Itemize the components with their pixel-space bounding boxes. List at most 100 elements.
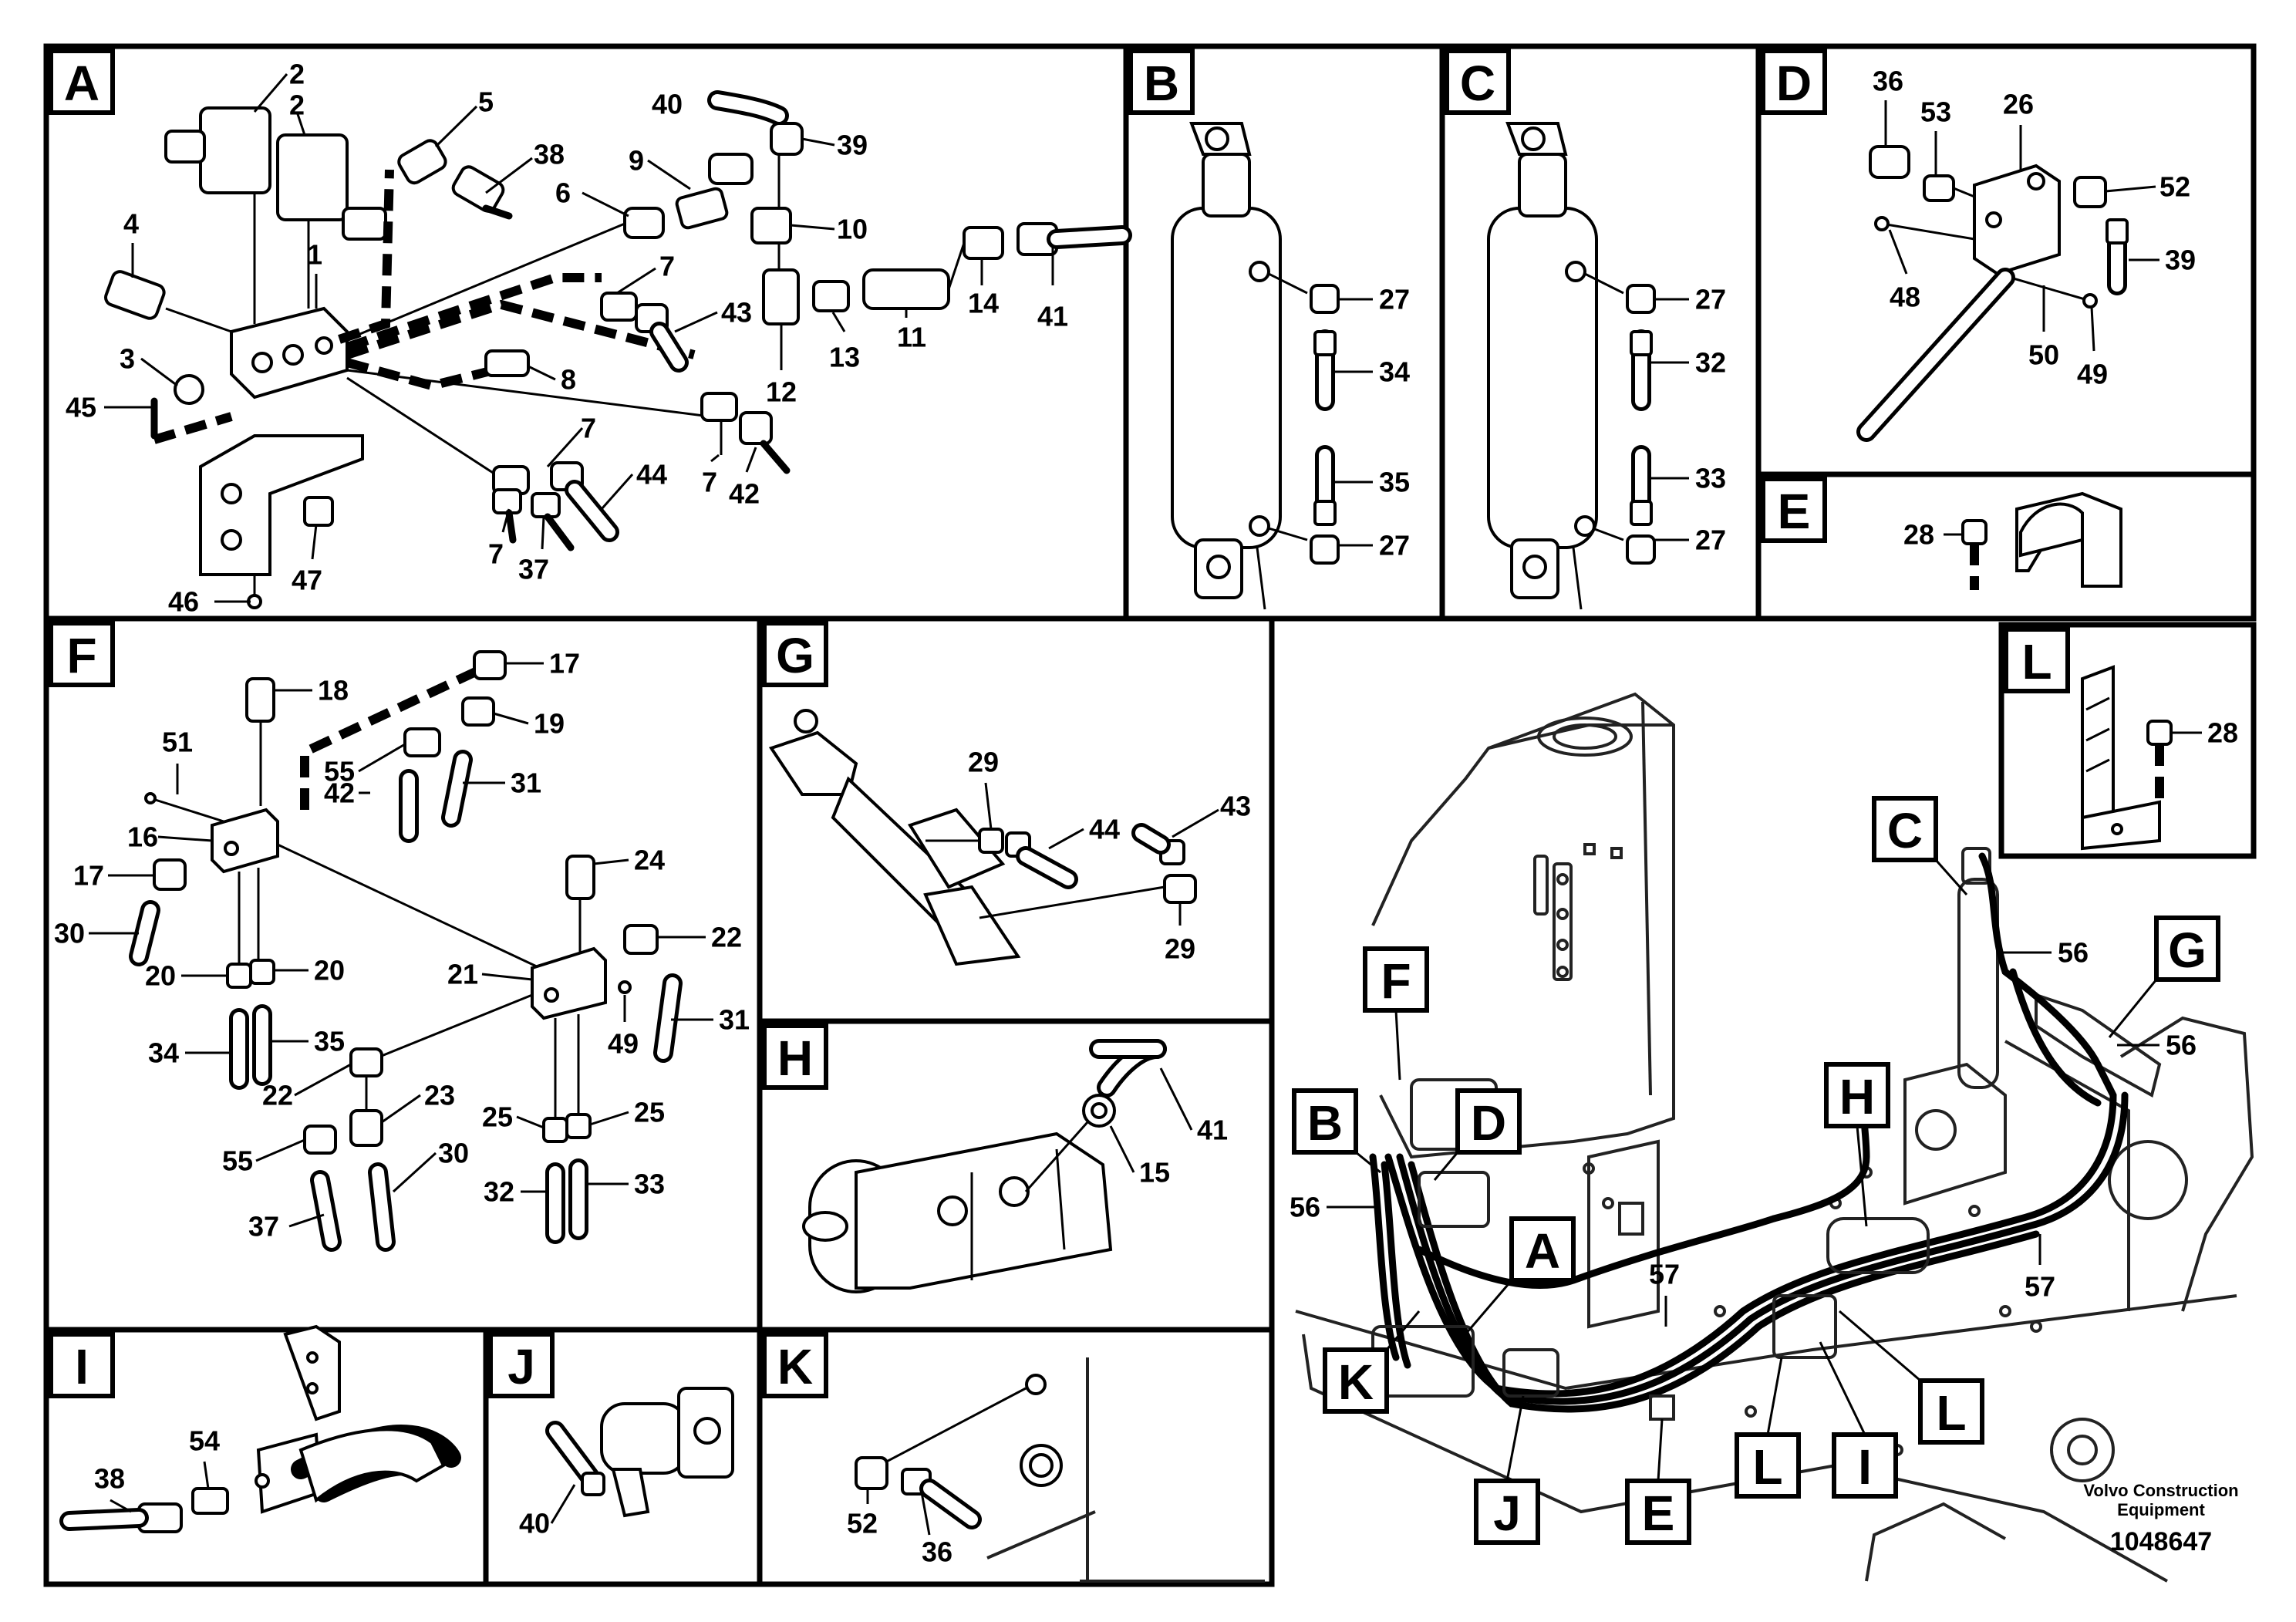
callout-b-34: 34	[1379, 356, 1410, 388]
bolt-47	[303, 496, 334, 527]
panel-i-artwork	[59, 1324, 461, 1533]
callout-f-31-bottom: 31	[719, 1004, 750, 1036]
bolt-48	[1874, 216, 1890, 231]
footer: Volvo Construction Equipment 1048647	[2083, 1481, 2238, 1556]
callout-g-44: 44	[1089, 814, 1120, 845]
fitting-39	[770, 122, 804, 156]
elbow-55-top	[403, 727, 441, 757]
callout-a-1: 1	[307, 239, 322, 271]
panel-l-frame	[1998, 622, 2257, 859]
callout-i-54: 54	[189, 1425, 220, 1457]
elbow-b-27-bottom	[1310, 534, 1340, 565]
elbow-17-left	[153, 858, 187, 891]
panel-k-frame	[757, 1327, 1275, 1587]
overview-tag-c: C	[1872, 796, 1968, 895]
callout-f-30-bottom: 30	[438, 1138, 469, 1169]
elbow-52	[2073, 176, 2107, 208]
overview-tag-g: G	[2108, 916, 2220, 1038]
overview-cylinder-g	[2035, 993, 2162, 1098]
callout-a-14: 14	[968, 288, 999, 319]
overview-valve-d	[1418, 1171, 1490, 1228]
callout-a-43: 43	[721, 297, 752, 329]
callout-a-41: 41	[1037, 301, 1068, 332]
nut-49	[2082, 293, 2098, 309]
callout-a-7-top: 7	[659, 251, 675, 282]
fitting-54	[191, 1487, 229, 1515]
panel-c-callouts: 27 32 33 27	[1650, 284, 1726, 556]
callout-f-22-right: 22	[711, 922, 742, 953]
callout-f-23: 23	[424, 1080, 455, 1111]
tee-23	[349, 1109, 383, 1147]
callout-f-18: 18	[318, 675, 349, 706]
panel-tag-d: D	[1761, 49, 1827, 115]
overview-tag-c-label: C	[1887, 803, 1923, 858]
callout-a-5: 5	[478, 86, 494, 118]
callout-f-17-left: 17	[73, 860, 104, 892]
callout-f-19: 19	[534, 708, 565, 740]
overview-tag-k: K	[1323, 1310, 1421, 1414]
fitting-6	[623, 207, 665, 239]
credit-line-1: Volvo Construction	[2083, 1481, 2238, 1500]
callout-a-7-right: 7	[702, 467, 717, 498]
overview-tag-i: I	[1819, 1341, 1898, 1499]
fitting-53	[1923, 174, 1955, 202]
elbow-29-top	[978, 828, 1004, 854]
panel-j-callouts: 40	[519, 1484, 576, 1539]
panel-tag-h-label: H	[777, 1030, 813, 1086]
callout-a-47: 47	[292, 565, 322, 596]
credit-line-2: Equipment	[2117, 1500, 2205, 1519]
overview-tag-b-label: B	[1307, 1095, 1343, 1151]
panel-tag-k: K	[762, 1332, 828, 1398]
callout-f-33: 33	[634, 1168, 665, 1200]
callout-a-12: 12	[766, 376, 797, 408]
callout-c-27-top: 27	[1695, 284, 1726, 315]
panel-e-callouts: 28	[1903, 519, 1963, 551]
panel-f-callouts: 18 17 19 51 55 31 42 16 17 24 30 22 21 2…	[54, 648, 750, 1243]
overview-tag-j-label: J	[1493, 1485, 1521, 1541]
callout-f-24: 24	[634, 845, 665, 876]
panel-tag-d-label: D	[1776, 56, 1812, 111]
bolt-28-e	[1961, 519, 1988, 545]
panel-f-artwork	[129, 650, 683, 1252]
overview-tag-l-lower: L	[1735, 1357, 1801, 1499]
overview-floor-edge	[1302, 1334, 2168, 1583]
elbow-c-27-bottom	[1626, 534, 1656, 565]
callout-g-29-bottom: 29	[1165, 933, 1195, 965]
fitting-9	[675, 187, 729, 230]
callout-f-49: 49	[608, 1028, 639, 1060]
callout-f-37: 37	[248, 1211, 279, 1243]
panel-tag-l-label: L	[2021, 634, 2052, 690]
fitting-14	[963, 226, 1004, 260]
panel-tag-h: H	[762, 1023, 828, 1090]
overview-tank	[1371, 692, 1675, 1159]
panel-tag-b: B	[1128, 49, 1195, 115]
callout-d-52: 52	[2159, 171, 2190, 203]
overview-tag-a: A	[1464, 1216, 1576, 1335]
fitting-5	[397, 139, 447, 185]
panel-j-artwork	[545, 1387, 734, 1518]
panel-l-callouts: 28	[2171, 717, 2238, 749]
fitting-18	[245, 677, 275, 723]
overview-pump-j	[1502, 1348, 1559, 1398]
tee-19	[461, 696, 495, 727]
overview-tag-d-label: D	[1471, 1095, 1506, 1151]
panel-tag-e: E	[1761, 477, 1827, 543]
panel-tag-a-label: A	[64, 56, 99, 111]
panel-tag-g-label: G	[776, 628, 814, 683]
callout-f-22-bottom: 22	[262, 1080, 293, 1111]
fitting-7-upper	[600, 292, 638, 322]
solenoid-valve-right	[276, 133, 349, 221]
overview-tag-l-lower-label: L	[1752, 1439, 1782, 1495]
overview-tags: C G F B D A H K J E L I L	[1292, 796, 2220, 1545]
panel-b-artwork	[1171, 122, 1340, 610]
panel-k-artwork	[855, 1357, 1265, 1583]
panel-l-artwork	[2081, 665, 2173, 851]
cylinder-c	[1487, 207, 1598, 549]
fitting-40	[708, 153, 754, 185]
callout-f-21: 21	[447, 959, 478, 990]
fitting-j	[581, 1472, 605, 1496]
panel-g-callouts: 29 44 43 29	[968, 747, 1251, 965]
overview-tag-h-label: H	[1839, 1069, 1875, 1125]
callout-c-32: 32	[1695, 347, 1726, 379]
callout-a-10: 10	[837, 214, 868, 245]
